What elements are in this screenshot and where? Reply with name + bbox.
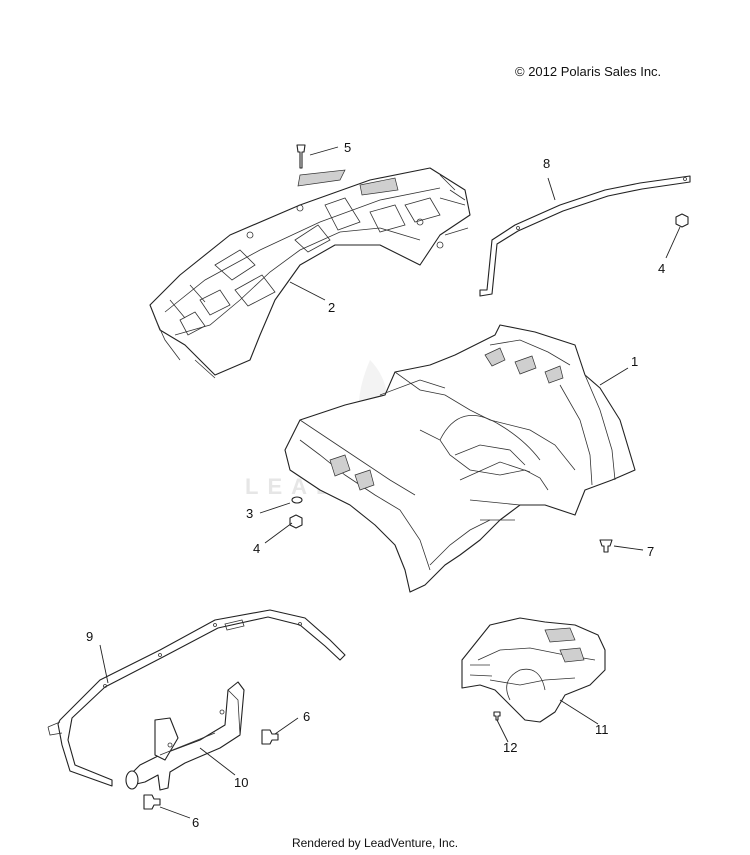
washer-part-3 bbox=[291, 496, 303, 504]
screw-part-5 bbox=[296, 144, 306, 169]
bolt-part-6-left bbox=[143, 794, 161, 810]
callout-6-left: 6 bbox=[192, 815, 199, 830]
callout-1: 1 bbox=[631, 354, 638, 369]
leader-lines bbox=[99, 146, 681, 819]
callout-4-upper: 4 bbox=[658, 261, 665, 276]
callout-12: 12 bbox=[503, 740, 517, 755]
callout-9: 9 bbox=[86, 629, 93, 644]
nut-part-4-lower bbox=[289, 514, 303, 529]
rear-rack-part-2 bbox=[149, 167, 471, 379]
callout-8: 8 bbox=[543, 156, 550, 171]
nut-part-4-upper bbox=[675, 213, 689, 228]
callout-10: 10 bbox=[234, 775, 248, 790]
copyright-notice: © 2012 Polaris Sales Inc. bbox=[515, 64, 662, 79]
callout-2: 2 bbox=[328, 300, 335, 315]
bar-part-8 bbox=[479, 175, 691, 297]
callout-4-lower: 4 bbox=[253, 541, 260, 556]
callout-7: 7 bbox=[647, 544, 654, 559]
callout-5: 5 bbox=[344, 140, 351, 155]
callout-11: 11 bbox=[595, 722, 609, 737]
footer-credit: Rendered by LeadVenture, Inc. bbox=[291, 836, 459, 850]
rear-fender-part-1 bbox=[284, 324, 636, 593]
callout-3: 3 bbox=[246, 506, 253, 521]
bracket-part-10 bbox=[125, 681, 245, 791]
rivet-part-7 bbox=[599, 539, 613, 553]
screw-part-12 bbox=[493, 711, 501, 721]
bolt-part-6-right bbox=[261, 729, 279, 745]
rail-part-9 bbox=[47, 609, 346, 787]
callout-6-right: 6 bbox=[303, 709, 310, 724]
side-panel-part-11 bbox=[461, 617, 606, 723]
